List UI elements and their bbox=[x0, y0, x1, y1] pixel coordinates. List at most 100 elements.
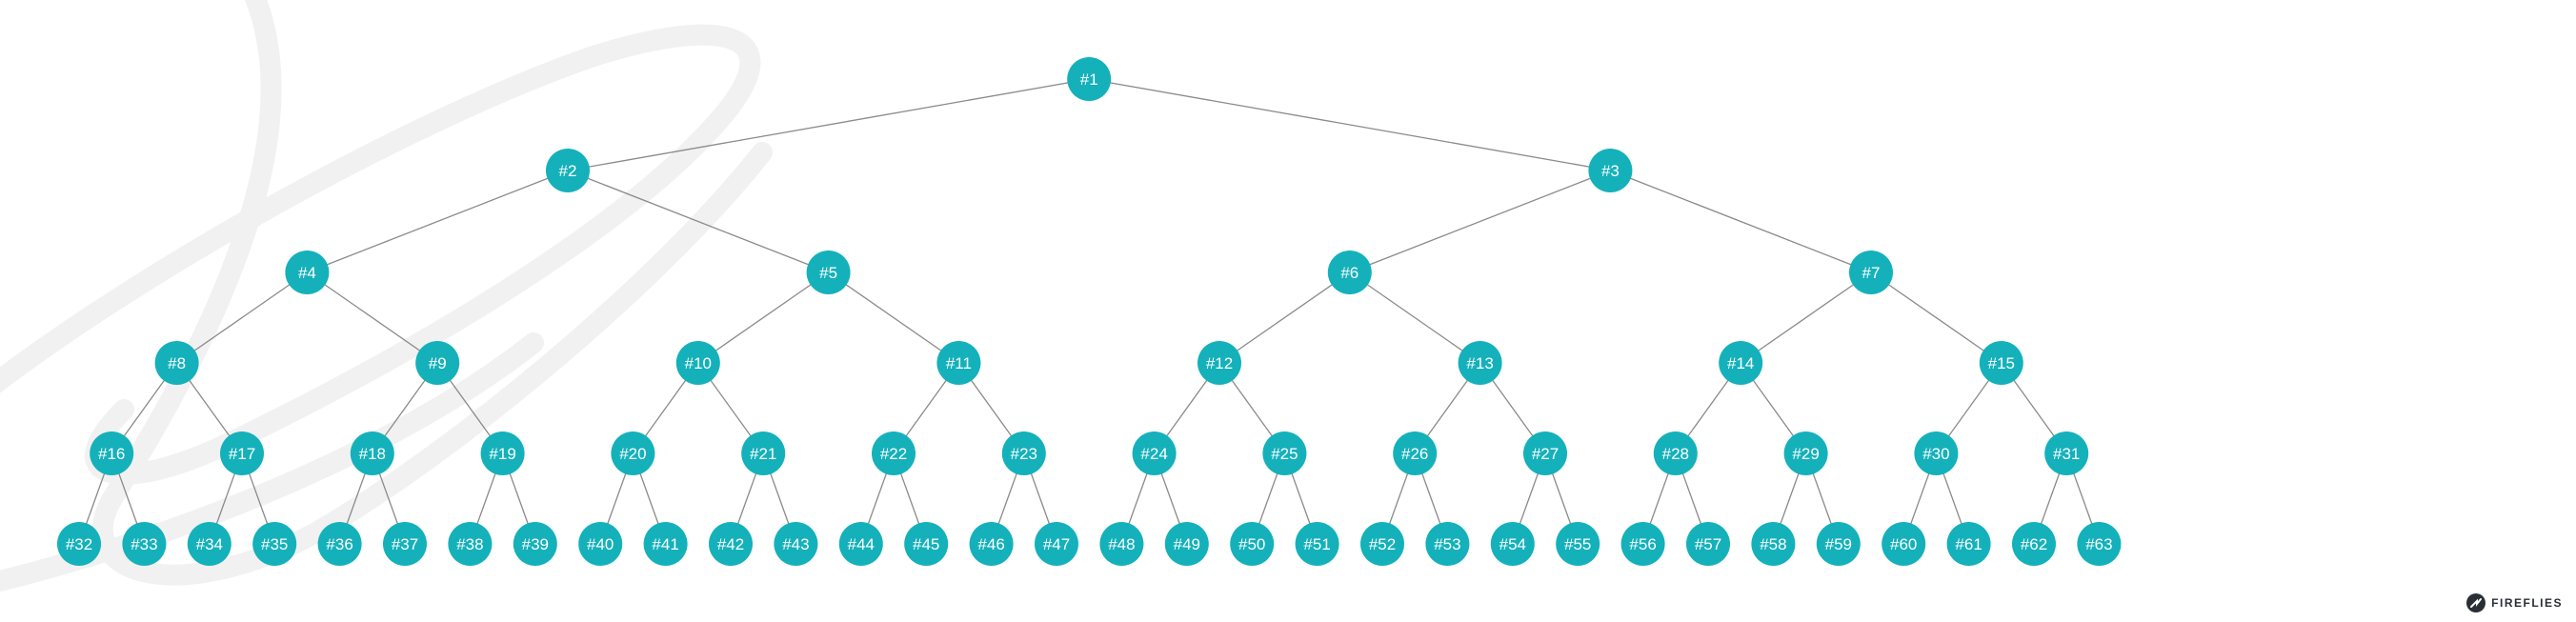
tree-node: #52 bbox=[1360, 522, 1404, 566]
tree-node: #4 bbox=[285, 251, 330, 294]
tree-node: #24 bbox=[1132, 431, 1177, 475]
tree-node: #28 bbox=[1653, 431, 1698, 475]
node-circle bbox=[90, 431, 134, 475]
node-label: #44 bbox=[848, 535, 875, 553]
node-label: #42 bbox=[717, 535, 744, 553]
node-label: #8 bbox=[168, 354, 186, 372]
tree-node: #34 bbox=[187, 522, 231, 566]
node-circle bbox=[936, 341, 981, 385]
tree-edge bbox=[1218, 271, 1351, 364]
tree-node: #39 bbox=[513, 522, 557, 566]
node-circle bbox=[1035, 522, 1078, 566]
tree-node: #7 bbox=[1849, 251, 1893, 294]
tree-node: #63 bbox=[2077, 522, 2122, 566]
node-circle bbox=[415, 341, 460, 385]
node-circle bbox=[1425, 522, 1470, 566]
tree-node: #56 bbox=[1620, 522, 1665, 566]
tree-edge bbox=[1610, 170, 1872, 273]
node-label: #49 bbox=[1174, 535, 1200, 553]
tree-nodes: #1#2#3#4#5#6#7#8#9#10#11#12#13#14#15#16#… bbox=[57, 57, 2122, 566]
node-label: #18 bbox=[359, 445, 386, 463]
node-label: #62 bbox=[2021, 535, 2047, 553]
tree-node: #1 bbox=[1067, 57, 1112, 101]
brand-watermark: FIREFLIES bbox=[2466, 593, 2563, 612]
node-label: #21 bbox=[750, 445, 776, 463]
tree-node: #54 bbox=[1490, 522, 1535, 566]
node-circle bbox=[2012, 522, 2056, 566]
node-circle bbox=[285, 251, 330, 294]
node-label: #48 bbox=[1108, 535, 1135, 553]
node-label: #54 bbox=[1499, 535, 1526, 553]
node-circle bbox=[1001, 431, 1046, 475]
tree-node: #23 bbox=[1001, 431, 1046, 475]
tree-edge bbox=[176, 271, 308, 364]
tree-node: #44 bbox=[838, 522, 883, 566]
node-label: #63 bbox=[2085, 535, 2112, 553]
tree-node: #9 bbox=[415, 341, 460, 385]
node-circle bbox=[220, 431, 264, 475]
node-circle bbox=[806, 251, 851, 294]
node-label: #46 bbox=[977, 535, 1004, 553]
tree-node: #62 bbox=[2012, 522, 2056, 566]
tree-node: #8 bbox=[154, 341, 199, 385]
tree-node: #43 bbox=[774, 522, 818, 566]
node-circle bbox=[1946, 522, 1991, 566]
node-circle bbox=[154, 341, 199, 385]
node-circle bbox=[350, 431, 394, 475]
node-circle bbox=[1067, 57, 1112, 101]
tree-node: #59 bbox=[1816, 522, 1861, 566]
tree-node: #50 bbox=[1230, 522, 1275, 566]
node-circle bbox=[2044, 431, 2089, 475]
node-circle bbox=[1523, 431, 1567, 475]
node-circle bbox=[1979, 341, 2023, 385]
node-circle bbox=[1393, 431, 1438, 475]
node-circle bbox=[1882, 522, 1926, 566]
tree-node: #19 bbox=[480, 431, 525, 475]
node-circle bbox=[969, 522, 1014, 566]
node-label: #27 bbox=[1532, 445, 1559, 463]
node-label: #6 bbox=[1340, 264, 1358, 282]
node-label: #22 bbox=[880, 445, 907, 463]
node-label: #33 bbox=[131, 535, 157, 553]
tree-node: #35 bbox=[252, 522, 297, 566]
node-label: #13 bbox=[1466, 354, 1493, 372]
tree-node: #49 bbox=[1164, 522, 1209, 566]
tree-node: #40 bbox=[578, 522, 623, 566]
tree-node: #53 bbox=[1425, 522, 1470, 566]
node-label: #14 bbox=[1727, 354, 1754, 372]
node-circle bbox=[1295, 522, 1339, 566]
node-circle bbox=[1914, 431, 1959, 475]
node-label: #2 bbox=[559, 162, 577, 180]
node-label: #36 bbox=[326, 535, 352, 553]
tree-node: #22 bbox=[872, 431, 916, 475]
node-label: #40 bbox=[587, 535, 614, 553]
tree-edge bbox=[307, 170, 569, 273]
tree-node: #13 bbox=[1458, 341, 1502, 385]
node-circle bbox=[675, 341, 720, 385]
node-label: #39 bbox=[522, 535, 549, 553]
node-circle bbox=[122, 522, 167, 566]
node-label: #26 bbox=[1401, 445, 1428, 463]
node-circle bbox=[1230, 522, 1275, 566]
node-circle bbox=[1197, 341, 1241, 385]
tree-node: #26 bbox=[1393, 431, 1438, 475]
node-label: #20 bbox=[619, 445, 646, 463]
tree-node: #61 bbox=[1946, 522, 1991, 566]
node-label: #16 bbox=[98, 445, 125, 463]
node-circle bbox=[1751, 522, 1796, 566]
tree-node: #15 bbox=[1979, 341, 2023, 385]
node-label: #29 bbox=[1792, 445, 1819, 463]
node-label: #3 bbox=[1601, 162, 1620, 180]
tree-node: #5 bbox=[806, 251, 851, 294]
tree-node: #14 bbox=[1719, 341, 1763, 385]
node-label: #7 bbox=[1862, 264, 1881, 282]
node-circle bbox=[838, 522, 883, 566]
node-circle bbox=[1653, 431, 1698, 475]
tree-node: #41 bbox=[643, 522, 688, 566]
node-circle bbox=[2077, 522, 2122, 566]
node-circle bbox=[1458, 341, 1502, 385]
node-label: #32 bbox=[66, 535, 92, 553]
node-circle bbox=[57, 522, 101, 566]
node-circle bbox=[546, 149, 590, 192]
